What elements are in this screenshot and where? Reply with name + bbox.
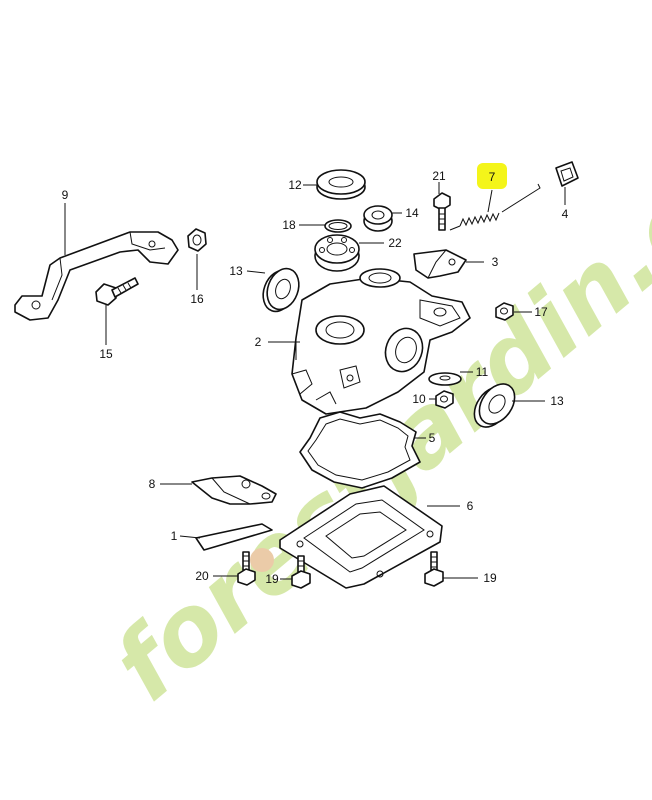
callout-9: 9 bbox=[62, 188, 69, 202]
callout-12: 12 bbox=[288, 178, 302, 192]
part-19-bolt-right bbox=[424, 551, 444, 587]
callout-18: 18 bbox=[282, 218, 296, 232]
callout-11: 11 bbox=[476, 365, 489, 379]
callout-6: 6 bbox=[467, 499, 474, 513]
part-4-grommet bbox=[555, 161, 579, 187]
callout-2: 2 bbox=[255, 335, 262, 349]
watermark-dot bbox=[250, 548, 274, 572]
callout-20: 20 bbox=[195, 569, 209, 583]
part-13-oil-seal-right bbox=[473, 383, 516, 428]
highlight-marker-7: 7 bbox=[477, 163, 507, 189]
part-17-nut bbox=[495, 302, 514, 321]
callout-15: 15 bbox=[99, 347, 113, 361]
part-11-washer bbox=[428, 372, 462, 386]
callout-1: 1 bbox=[171, 529, 178, 543]
part-9-handle-bracket bbox=[14, 231, 179, 321]
part-20-bolt bbox=[237, 551, 256, 586]
highlight-part-number: 7 bbox=[489, 170, 496, 184]
callout-16: 16 bbox=[190, 292, 204, 306]
part-19-bolt-left bbox=[291, 555, 311, 589]
part-14-collar bbox=[363, 205, 393, 232]
callout-3: 3 bbox=[492, 255, 499, 269]
callout-17: 17 bbox=[534, 305, 548, 319]
callout-labels: 9 16 15 12 14 18 22 13 21 4 3 2 17 11 10… bbox=[62, 169, 569, 586]
part-13-oil-seal-left bbox=[262, 267, 300, 313]
callout-21: 21 bbox=[432, 169, 446, 183]
callout-13-left: 13 bbox=[229, 264, 243, 278]
part-16-nut bbox=[187, 228, 207, 252]
part-5-gasket bbox=[299, 411, 421, 489]
callout-4: 4 bbox=[562, 207, 569, 221]
callout-19-right: 19 bbox=[483, 571, 497, 585]
callout-8: 8 bbox=[149, 477, 156, 491]
part-12-oil-seal bbox=[316, 169, 366, 200]
callout-13-right: 13 bbox=[550, 394, 564, 408]
part-21-bolt bbox=[433, 192, 451, 231]
part-10-nut bbox=[435, 390, 454, 409]
part-18-circlip bbox=[324, 219, 352, 233]
callout-19-left: 19 bbox=[265, 572, 279, 586]
callout-14: 14 bbox=[405, 206, 419, 220]
part-15-bolt bbox=[95, 277, 139, 306]
callout-22: 22 bbox=[388, 236, 402, 250]
part-1-plate bbox=[195, 523, 273, 551]
part-3-bracket bbox=[413, 249, 467, 279]
part-7-spring bbox=[449, 183, 541, 231]
leader-lines bbox=[64, 182, 566, 580]
highlight-box bbox=[477, 163, 507, 189]
part-8-cover-plate bbox=[191, 475, 277, 505]
callout-10: 10 bbox=[412, 392, 426, 406]
part-22-bearing bbox=[314, 234, 360, 272]
part-2-gear-case bbox=[291, 268, 471, 415]
callout-5: 5 bbox=[429, 431, 436, 445]
